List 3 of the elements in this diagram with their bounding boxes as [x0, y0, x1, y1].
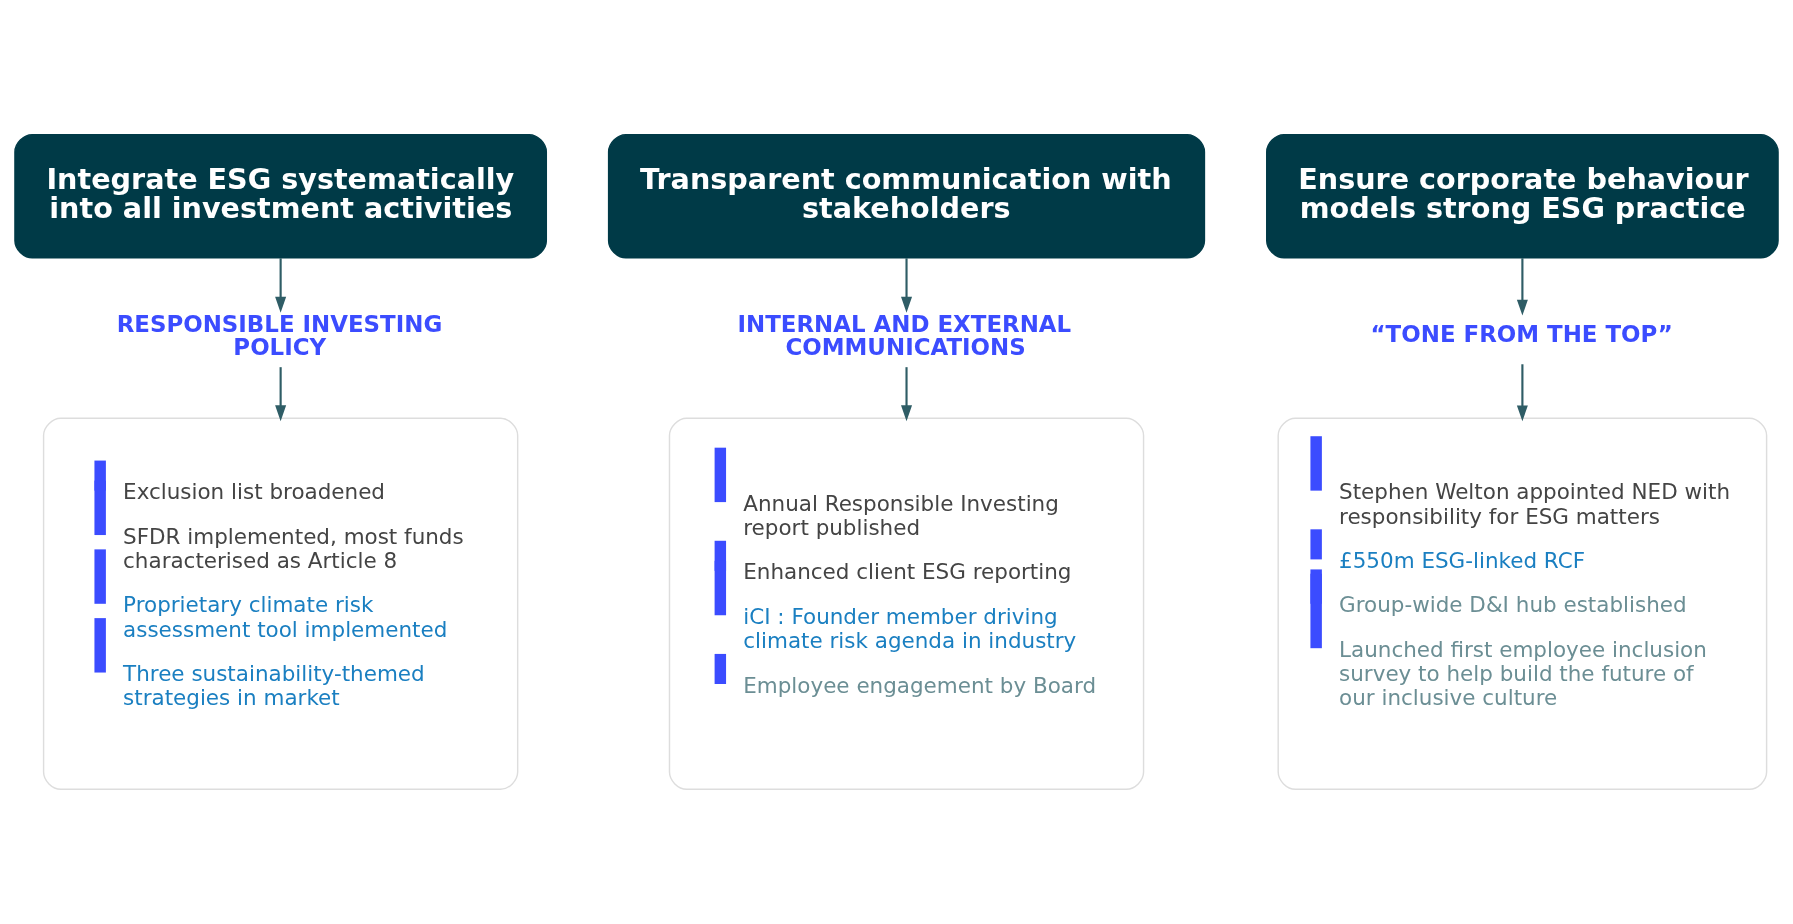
- node-text: RESPONSIBLE INVESTING POLICY: [116, 311, 443, 361]
- node-text: “TONE FROM THE TOP”: [1370, 321, 1673, 348]
- node-text: INTERNAL AND EXTERNAL COMMUNICATIONS: [737, 311, 1072, 361]
